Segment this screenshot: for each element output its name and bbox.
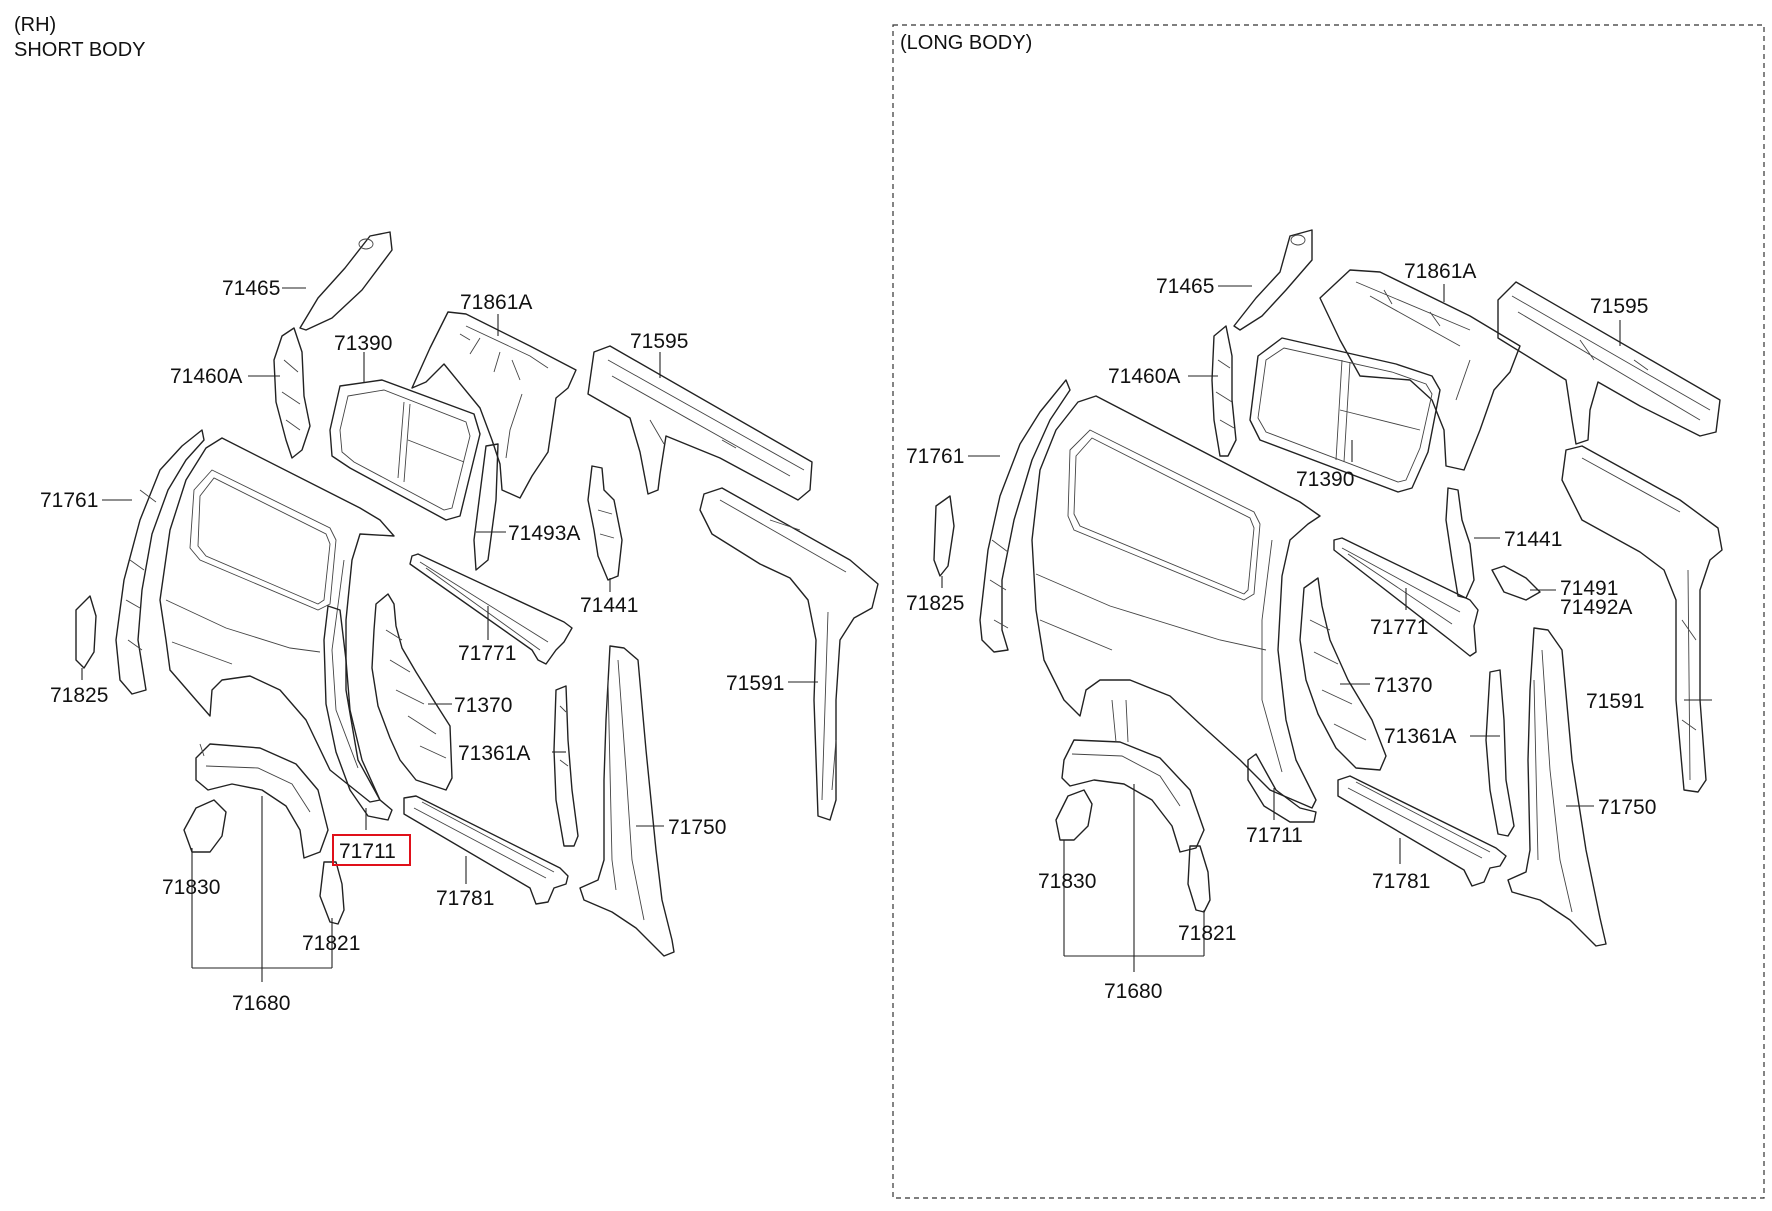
part-71825 [75, 595, 97, 669]
part-71493a [473, 443, 499, 571]
part-71390 [329, 379, 481, 521]
lb-part-71771 [1333, 537, 1479, 657]
label-71595: 71595 [630, 330, 688, 353]
part-71861a [411, 311, 577, 499]
lb-part-71680-arch [1061, 739, 1205, 853]
lb-part-71781 [1337, 775, 1507, 887]
part-71591 [699, 487, 879, 821]
part-71821 [319, 861, 345, 925]
lb-label-71390: 71390 [1296, 468, 1354, 491]
lb-part-71460a [1211, 325, 1237, 457]
lb-part-71825 [933, 495, 955, 577]
lb-label-71781: 71781 [1372, 870, 1430, 893]
lb-part-71861a [1319, 269, 1521, 471]
header-long-body: (LONG BODY) [900, 32, 1032, 54]
lb-label-71595: 71595 [1590, 295, 1648, 318]
part-71441 [587, 465, 623, 581]
short-body-parts [75, 231, 879, 957]
lb-part-71830 [1055, 789, 1093, 841]
lb-part-71595 [1497, 281, 1721, 445]
short-body-leaders [81, 287, 818, 982]
long-body-parts [933, 229, 1723, 947]
lb-part-71441 [1445, 487, 1475, 599]
long-body-frame [892, 24, 1765, 1199]
label-71830: 71830 [162, 876, 220, 899]
label-71861a: 71861A [460, 291, 532, 314]
lb-label-71830: 71830 [1038, 870, 1096, 893]
part-71595 [587, 345, 813, 501]
part-71761 [115, 429, 205, 695]
part-71680-arch [195, 743, 329, 859]
label-71465: 71465 [222, 277, 280, 300]
lb-label-71680: 71680 [1104, 980, 1162, 1003]
label-71711: 71711 [339, 840, 396, 863]
lb-part-71390 [1249, 337, 1441, 493]
label-71493a: 71493A [508, 522, 580, 545]
lb-label-71750: 71750 [1598, 796, 1656, 819]
lb-label-71861a: 71861A [1404, 260, 1476, 283]
lb-part-71370 [1299, 577, 1387, 771]
label-71441: 71441 [580, 594, 638, 617]
part-71711 [323, 605, 393, 821]
lb-label-71465: 71465 [1156, 275, 1214, 298]
part-71370 [371, 593, 453, 791]
lb-part-71761 [979, 379, 1071, 653]
label-71591: 71591 [726, 672, 784, 695]
label-71750: 71750 [668, 816, 726, 839]
header-short-body: SHORT BODY [14, 39, 146, 61]
lb-part-71591 [1561, 445, 1723, 793]
label-71390: 71390 [334, 332, 392, 355]
lb-label-71825: 71825 [906, 592, 964, 615]
part-71750 [579, 645, 675, 957]
part-71771 [409, 553, 573, 665]
lb-label-71441: 71441 [1504, 528, 1562, 551]
part-71830 [183, 799, 227, 853]
lb-part-71750 [1507, 627, 1607, 947]
label-71361a: 71361A [458, 742, 530, 765]
label-71370: 71370 [454, 694, 512, 717]
lb-label-71821: 71821 [1178, 922, 1236, 945]
short-body-labels: 71465 71460A 71390 71861A 71595 71761 71… [40, 277, 784, 1015]
lb-part-71711 [1247, 753, 1317, 823]
label-71680: 71680 [232, 992, 290, 1015]
lb-label-71771: 71771 [1370, 616, 1428, 639]
part-71460a [273, 327, 311, 459]
lb-part-71361a [1485, 669, 1515, 837]
lb-part-71491 [1491, 565, 1541, 601]
lb-label-71591: 71591 [1586, 690, 1644, 713]
lb-part-71821 [1187, 845, 1211, 913]
label-71821: 71821 [302, 932, 360, 955]
part-71781 [403, 795, 569, 905]
part-71361a [553, 685, 579, 847]
highlight-box-71711 [332, 834, 411, 866]
lb-part-71465 [1233, 229, 1313, 331]
lb-label-71370: 71370 [1374, 674, 1432, 697]
label-71825: 71825 [50, 684, 108, 707]
lb-label-71361a: 71361A [1384, 725, 1456, 748]
long-body-labels: 71465 71861A 71595 71460A 71761 71390 71… [906, 260, 1656, 1003]
lb-label-71761: 71761 [906, 445, 964, 468]
part-71465 [299, 231, 393, 331]
quarter-panel-long [1031, 395, 1321, 809]
quarter-panel-short [159, 437, 395, 803]
label-71771: 71771 [458, 642, 516, 665]
lb-label-71460a: 71460A [1108, 365, 1180, 388]
label-71761: 71761 [40, 489, 98, 512]
lb-label-71491: 71491 [1560, 577, 1618, 600]
label-71460a: 71460A [170, 365, 242, 388]
lb-label-71492a: 71492A [1560, 596, 1632, 619]
lb-label-71711: 71711 [1246, 824, 1303, 847]
header-rh: (RH) [14, 14, 56, 36]
label-71781: 71781 [436, 887, 494, 910]
long-body-leaders [941, 284, 1712, 972]
